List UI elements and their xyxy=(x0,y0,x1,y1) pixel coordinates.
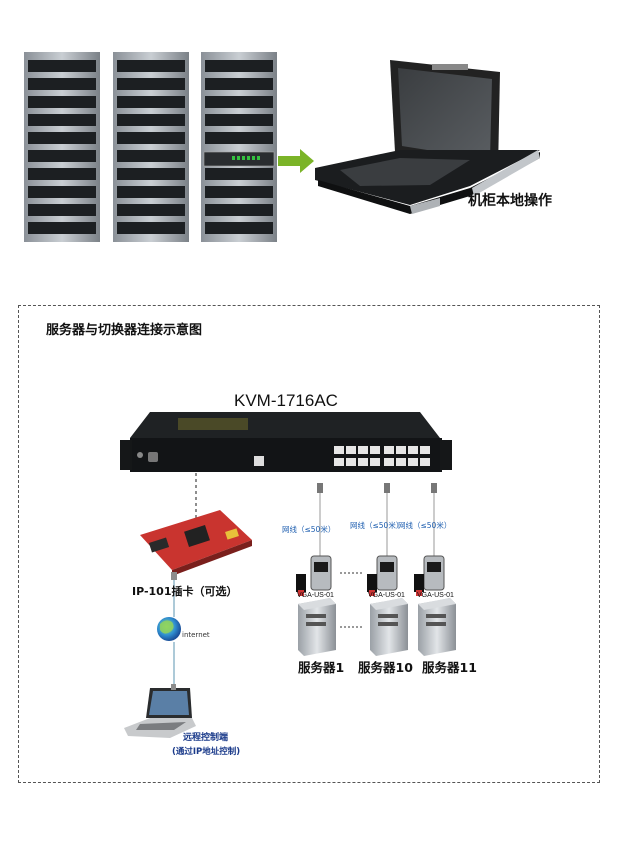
diagram-title: 服务器与切换器连接示意图 xyxy=(46,323,203,338)
lcd-kvm-console xyxy=(315,60,540,214)
remote-control-label: 远程控制端 xyxy=(183,733,229,743)
network-cable-label: 网线（≤50米） xyxy=(350,521,404,530)
network-cables xyxy=(319,487,435,556)
server-rack-2 xyxy=(113,52,189,242)
arrow-right-icon xyxy=(278,149,314,173)
vga-adapter-1 xyxy=(296,555,332,596)
kvm-unit-in-rack xyxy=(203,151,275,167)
vga-adapter-label: VGA-US-01 xyxy=(297,592,334,599)
kvm-switch-device xyxy=(120,412,452,472)
server-rack-1 xyxy=(24,52,100,242)
server-rack-3 xyxy=(201,52,277,242)
server-label: 服务器10 xyxy=(358,660,413,675)
laptop-icon xyxy=(124,684,196,738)
internet-globe-icon xyxy=(157,617,181,641)
ip-card-label: IP-101插卡（可选） xyxy=(132,585,238,598)
network-cable-label: 网线（≤50米） xyxy=(282,525,336,534)
server-label: 服务器1 xyxy=(298,660,345,675)
tower-server-11 xyxy=(418,598,456,656)
vga-adapter-label: VGA-US-01 xyxy=(417,592,454,599)
network-cable-label: 网线（≤50米） xyxy=(398,521,452,530)
remote-control-sublabel: (通过IP地址控制) xyxy=(172,747,241,757)
connection-diagram-frame xyxy=(18,305,600,783)
kvm-model-label: KVM-1716AC xyxy=(234,391,338,410)
tower-server-1 xyxy=(298,598,336,656)
vga-adapter-3 xyxy=(414,555,445,596)
internet-label: internet xyxy=(182,631,210,639)
tower-server-10 xyxy=(370,598,408,656)
local-operation-label: 机柜本地操作 xyxy=(468,193,552,209)
server-label: 服务器11 xyxy=(422,660,477,675)
vga-adapter-2 xyxy=(367,555,398,596)
vga-adapter-label: VGA-US-01 xyxy=(368,592,405,599)
ip-card-board xyxy=(140,510,252,576)
